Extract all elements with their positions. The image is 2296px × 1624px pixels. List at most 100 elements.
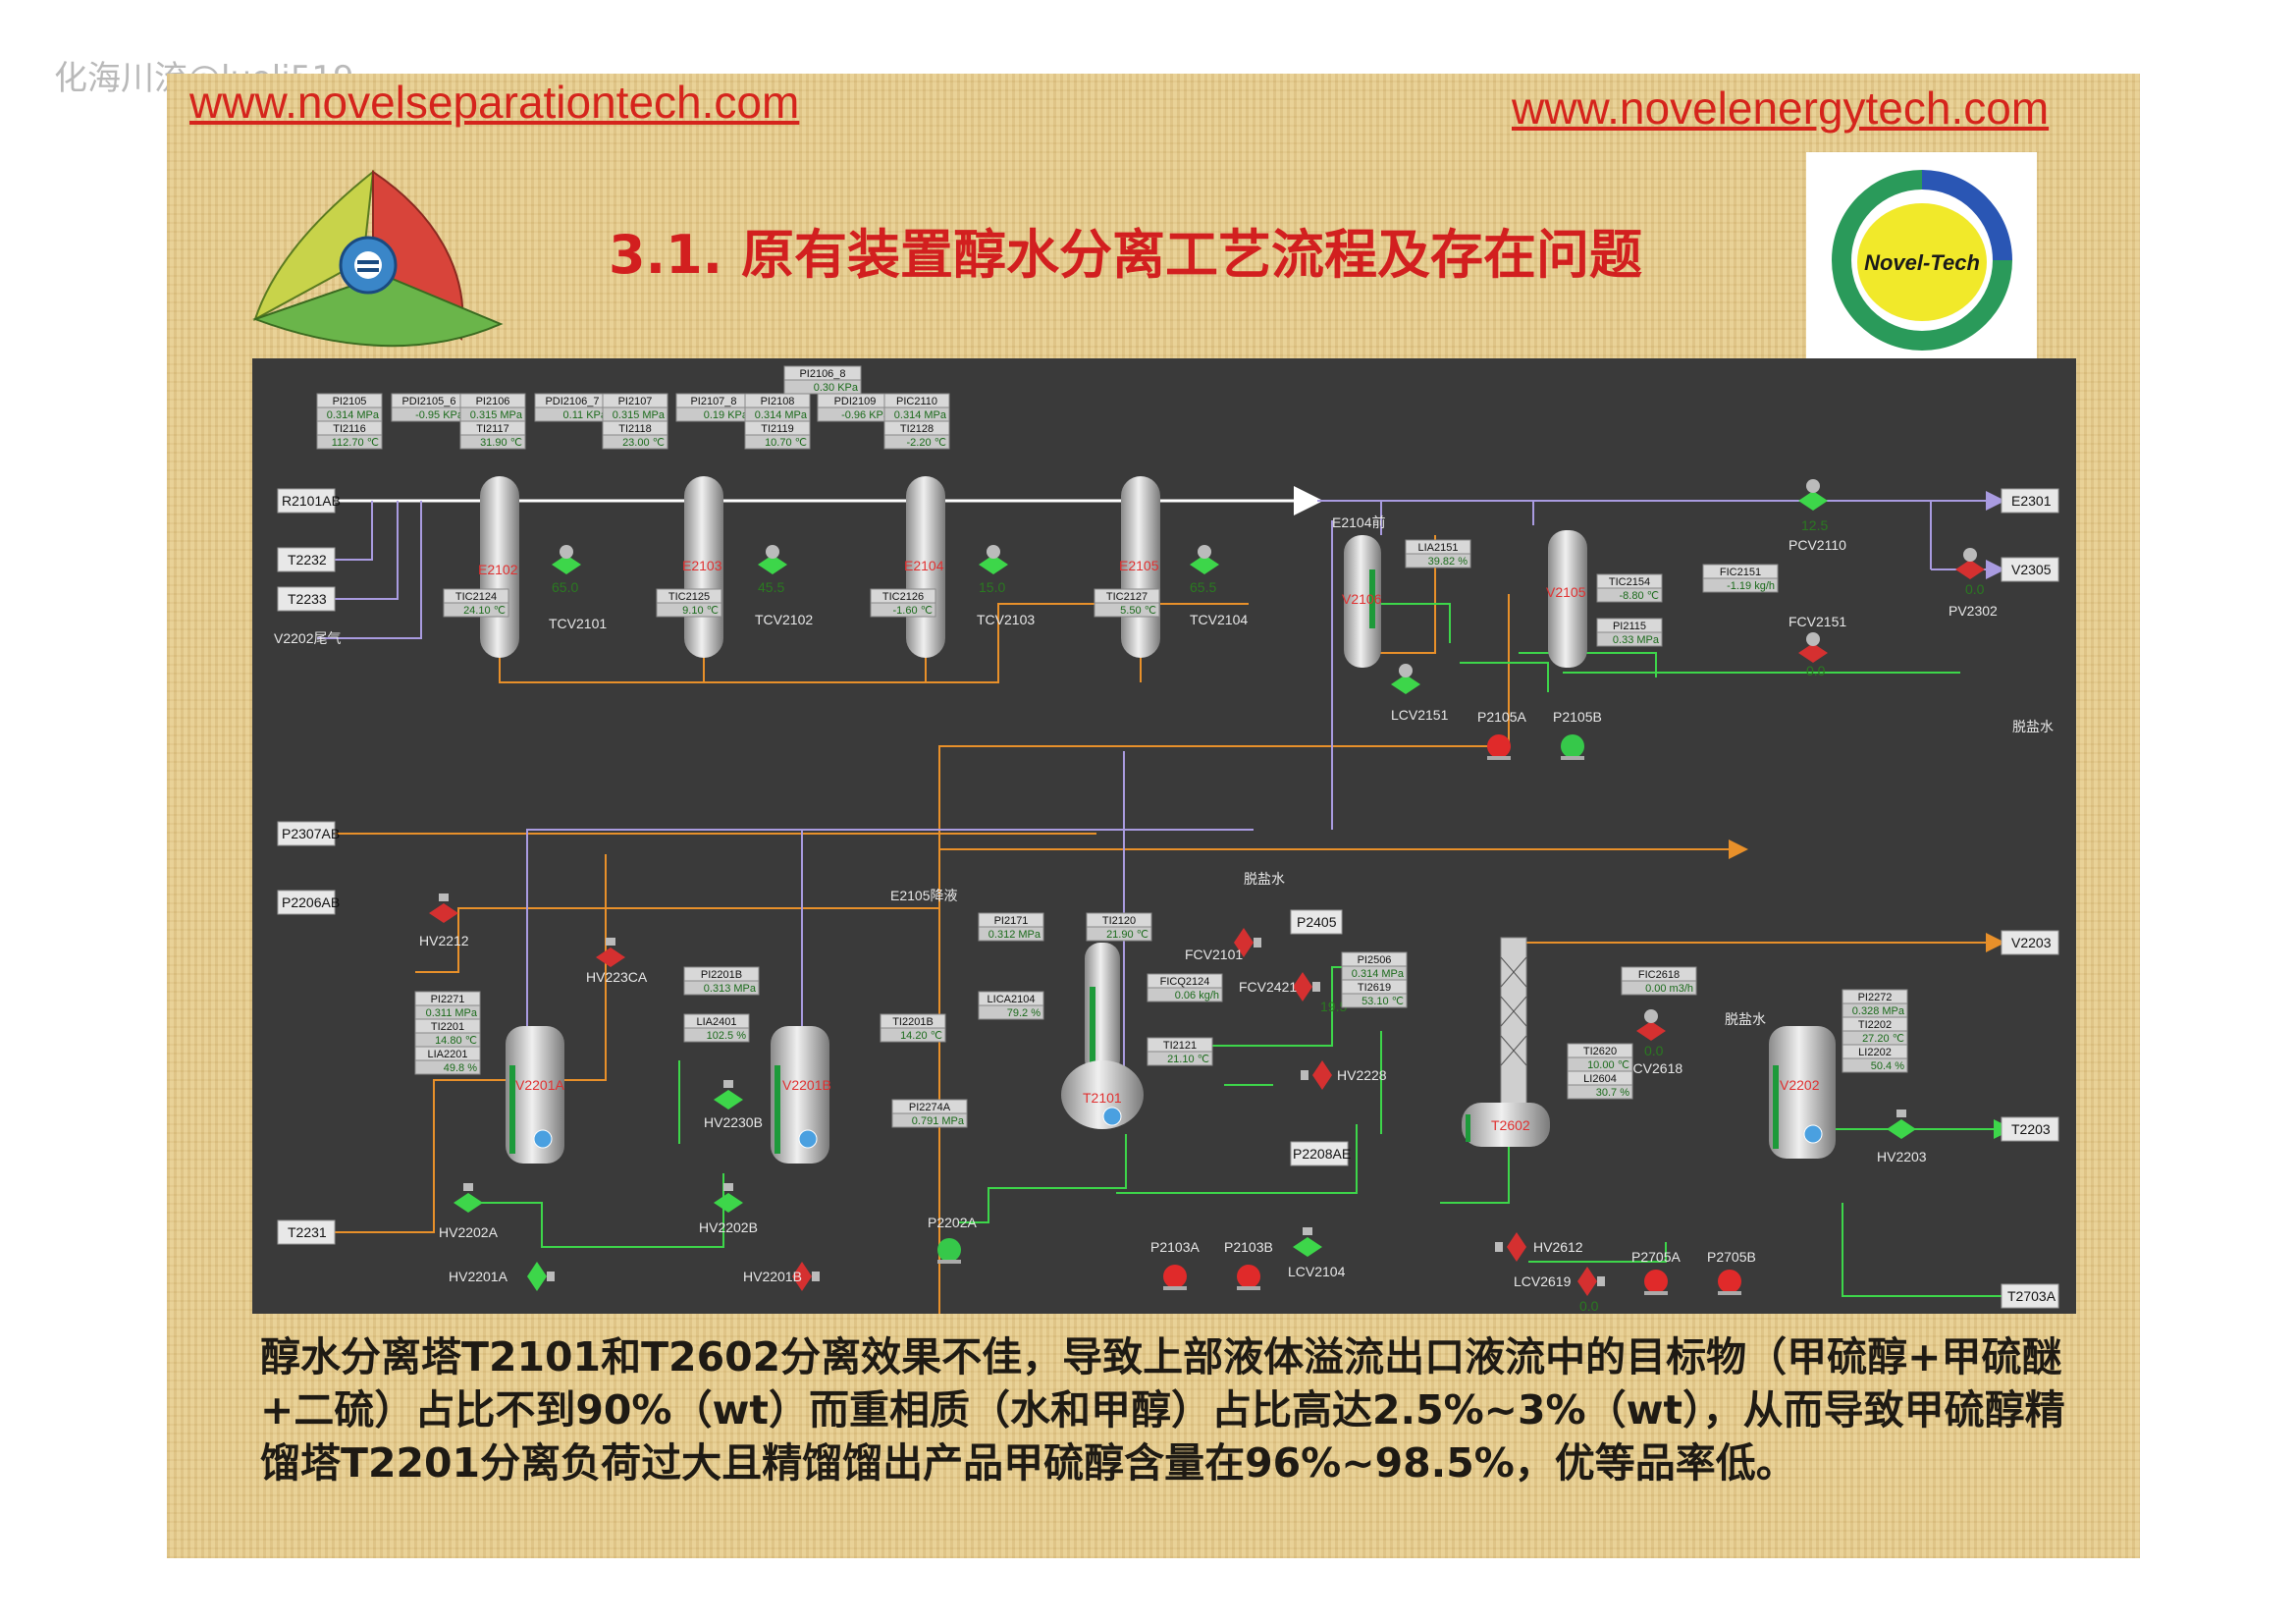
- column-t2602[interactable]: T2602: [1462, 937, 1550, 1147]
- valve-hv2203[interactable]: HV2203: [1877, 1110, 1927, 1164]
- valve-hv2230b[interactable]: HV2230B: [704, 1080, 763, 1130]
- drum-v2105[interactable]: V2105: [1546, 530, 1587, 668]
- url-right[interactable]: www.novelenergytech.com: [1512, 82, 2050, 134]
- tag-ti2128[interactable]: TI2128-2.20 ℃: [883, 420, 950, 450]
- column-t2101[interactable]: T2101: [1061, 943, 1144, 1129]
- stream-v2203[interactable]: V2203: [2001, 930, 2059, 955]
- valve-hv2202b[interactable]: HV2202B: [699, 1183, 758, 1235]
- pump-p2105b[interactable]: P2105B: [1553, 709, 1602, 760]
- exchanger-e2105[interactable]: E2105: [1119, 476, 1160, 658]
- svg-text:HV2202A: HV2202A: [439, 1224, 499, 1240]
- stream-e2301[interactable]: E2301: [2001, 488, 2059, 514]
- stream-t2203[interactable]: T2203: [2001, 1116, 2059, 1142]
- drum-v2201a[interactable]: V2201A: [506, 1026, 564, 1164]
- tag-pi2107-8[interactable]: PI2107_80.19 KPa: [675, 393, 752, 422]
- valve-hv2202a[interactable]: HV2202A: [439, 1183, 499, 1240]
- pump-p2705a[interactable]: P2705A: [1631, 1249, 1681, 1295]
- exchanger-e2102[interactable]: E2102: [478, 476, 519, 658]
- valve-hv2201b[interactable]: HV2201B: [743, 1262, 820, 1291]
- tag-tic2154[interactable]: TIC2154-8.80 ℃: [1596, 573, 1663, 603]
- tag-fic2151[interactable]: FIC2151-1.19 kg/h: [1702, 564, 1779, 593]
- stream-t2232[interactable]: T2232: [277, 547, 336, 572]
- valve-fcv2101[interactable]: FCV2101: [1185, 928, 1261, 962]
- pump-p2103b[interactable]: P2103B: [1224, 1239, 1273, 1290]
- tag-pi2106-8[interactable]: PI2106_80.30 KPa: [783, 365, 862, 395]
- stream-p2307ab[interactable]: P2307AB: [277, 821, 340, 846]
- pump-p2105a[interactable]: P2105A: [1477, 709, 1526, 760]
- stream-p2208ae[interactable]: P2208AE: [1290, 1141, 1351, 1166]
- drum-v2106[interactable]: V2106: [1342, 535, 1382, 668]
- valve-hv2201a[interactable]: HV2201A: [449, 1262, 555, 1291]
- valve-hv2212[interactable]: HV2212: [419, 893, 469, 948]
- pump-p2202a[interactable]: P2202A: [928, 1215, 977, 1264]
- drum-v2202[interactable]: V2202: [1769, 1026, 1836, 1159]
- stream-r2101ab[interactable]: R2101AB: [277, 488, 341, 514]
- stream-t2703a[interactable]: T2703A: [2001, 1283, 2059, 1309]
- tag-pdi2109[interactable]: PDI2109-0.96 KPa: [817, 393, 893, 422]
- pump-p2705b[interactable]: P2705B: [1707, 1249, 1756, 1295]
- stream-p2405[interactable]: P2405: [1290, 909, 1343, 935]
- stream-t2231[interactable]: T2231: [277, 1219, 336, 1245]
- valve-hv2228[interactable]: HV2228: [1301, 1060, 1387, 1090]
- stream-t2233[interactable]: T2233: [277, 586, 336, 612]
- pump-p2103a[interactable]: P2103A: [1150, 1239, 1200, 1290]
- valve-lcv2104[interactable]: LCV2104: [1288, 1227, 1346, 1279]
- valve-hv223ca[interactable]: HV223CA: [586, 938, 648, 985]
- drum-v2201b[interactable]: V2201B: [771, 1026, 831, 1164]
- stream-v2305[interactable]: V2305: [2001, 557, 2059, 582]
- exchanger-e2104[interactable]: E2104: [904, 476, 945, 658]
- valve-hv2612[interactable]: HV2612: [1495, 1232, 1583, 1262]
- stream-p2206ab[interactable]: P2206AB: [277, 890, 340, 915]
- valve-lcv2151[interactable]: LCV2151: [1391, 664, 1449, 723]
- tag-tic2126[interactable]: TIC2126-1.60 ℃: [870, 588, 936, 618]
- url-left[interactable]: www.novelseparationtech.com: [189, 77, 800, 128]
- tag-pdi2106-7[interactable]: PDI2106_70.11 KPa: [534, 393, 611, 422]
- exchanger-e2103[interactable]: E2103: [682, 476, 723, 658]
- tag-pdi2105-6[interactable]: PDI2105_6-0.95 KPa: [391, 393, 467, 422]
